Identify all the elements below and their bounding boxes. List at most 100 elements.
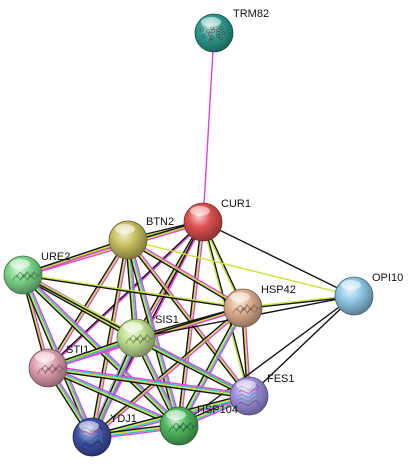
node-label-hsp104: HSP104 [197,404,238,416]
edge-btn2-fes1-textmining [127,239,250,397]
structure-glyph-stroke [51,366,64,375]
node-btn2[interactable]: BTN2 [108,216,174,260]
node-sti1[interactable]: STI1 [28,344,89,388]
edge-sis1-fes1-database [135,336,251,396]
structure-glyph-stroke [238,396,260,402]
structure-glyph-stroke [232,306,245,315]
edge-hsp42-ydj1-textmining [91,307,244,438]
node-trm82[interactable]: TRM82 [194,8,269,53]
structure-glyph-stroke [238,392,260,398]
structure-glyph-stroke [238,400,260,406]
edge-opi10-fes1-coexpression [248,295,355,397]
node-label-btn2: BTN2 [146,216,174,228]
node-cur1[interactable]: CUR1 [183,198,251,242]
structure-glyph-stroke [208,32,213,36]
node-highlight [201,17,221,27]
node-ure2[interactable]: URE2 [3,251,70,295]
edge-ure2-hsp42-textmining [22,273,244,308]
structure-glyph-stroke [243,303,255,312]
edges-layer [20,32,355,440]
edge-hsp42-ydj1-experiments [92,308,245,439]
structure-glyph-stroke [81,441,103,447]
structure-glyph-stroke [179,421,191,430]
node-label-fes1: FES1 [267,373,295,385]
structure-glyph-stroke [23,270,35,279]
edge-sti1-fes1-experiments [47,365,251,395]
node-label-cur1: CUR1 [221,198,251,210]
structure-glyph-stroke [143,333,155,342]
edge-btn2-sti1-coexpression [46,238,128,368]
structure-glyph-stroke [208,38,213,43]
node-highlight [79,421,99,431]
edge-sis1-fes1-coexpression [134,339,249,399]
node-highlight [10,259,30,269]
node-sis1[interactable]: SIS1 [116,314,179,358]
edge-cur1-sis1-coexpression [133,220,203,338]
edge-btn2-hsp42-coexpression [126,240,243,310]
structure-glyph-stroke [44,366,57,375]
structure-glyph-stroke [201,33,206,38]
node-highlight [35,352,55,362]
node-label-trm82: TRM82 [233,8,269,20]
node-highlight [190,206,210,216]
node-fes1[interactable]: FES1 [229,373,295,416]
structure-glyph-stroke [139,336,152,345]
node-label-opi10: OPI10 [372,272,403,284]
edge-ure2-sis1-coexpression [21,276,136,341]
node-label-ydj1: YDJ1 [110,413,137,425]
structure-glyph-stroke [239,306,252,315]
structure-glyph-stroke [168,424,181,433]
structure-glyph-stroke [48,363,60,372]
edge-sti1-fes1-textmining [47,368,250,398]
edge-btn2-ydj1-textmining [91,239,129,438]
edge-sti1-fes1-database [47,366,250,396]
edge-hsp42-ydj1-coexpression [90,306,243,437]
node-highlight [123,322,143,332]
edge-hsp42-hsp104-coexpression [176,306,242,426]
structure-glyph-stroke [12,273,25,282]
node-opi10[interactable]: OPI10 [334,272,403,316]
structure-glyph-stroke [219,26,224,31]
structure-glyph-stroke [41,363,53,372]
node-highlight [166,410,186,420]
edge-cur1-sti1-experiments [47,221,205,370]
structure-glyph-stroke [26,273,39,282]
structure-glyph-stroke [136,333,148,342]
edge-btn2-opi10-textmining [127,239,355,297]
structure-glyph-stroke [206,29,211,34]
structure-glyph-stroke [132,336,145,345]
edge-trm82-cur1-experiments [202,32,215,223]
structure-glyph-stroke [30,270,42,279]
structure-glyph-stroke [186,421,198,430]
node-hsp104[interactable]: HSP104 [159,404,238,446]
node-label-sti1: STI1 [66,344,89,356]
structure-glyph-stroke [199,27,204,32]
node-ydj1[interactable]: YDJ1 [72,413,137,457]
structure-glyph-stroke [129,333,141,342]
structure-glyph-stroke [238,388,260,394]
structure-glyph-stroke [16,270,28,279]
edge-hsp42-hsp104-textmining [177,306,244,427]
edge-hsp42-hsp104-experiments [180,308,246,428]
edge-sis1-fes1-textmining [134,338,250,398]
structure-glyph-stroke [81,429,103,435]
structure-glyph-stroke [19,273,32,282]
edge-hsp42-hsp104-database [178,307,245,428]
structure-glyph-stroke [250,303,262,312]
node-highlight [341,280,361,290]
node-label-ure2: URE2 [41,251,70,263]
edge-btn2-fes1-experiments [128,238,251,396]
structure-glyph-stroke [172,421,184,430]
structure-glyph-stroke [37,366,50,375]
structure-glyph-stroke [218,36,223,41]
structure-glyph-stroke [246,306,259,315]
edge-sti1-fes1-coexpression [47,369,250,399]
node-hsp42[interactable]: HSP42 [223,284,296,328]
edge-btn2-ydj1-experiments [92,239,131,438]
node-highlight [236,380,256,390]
edge-sis1-fes1-experiments [136,335,251,395]
node-highlight [230,292,250,302]
structure-glyph-stroke [81,437,103,443]
